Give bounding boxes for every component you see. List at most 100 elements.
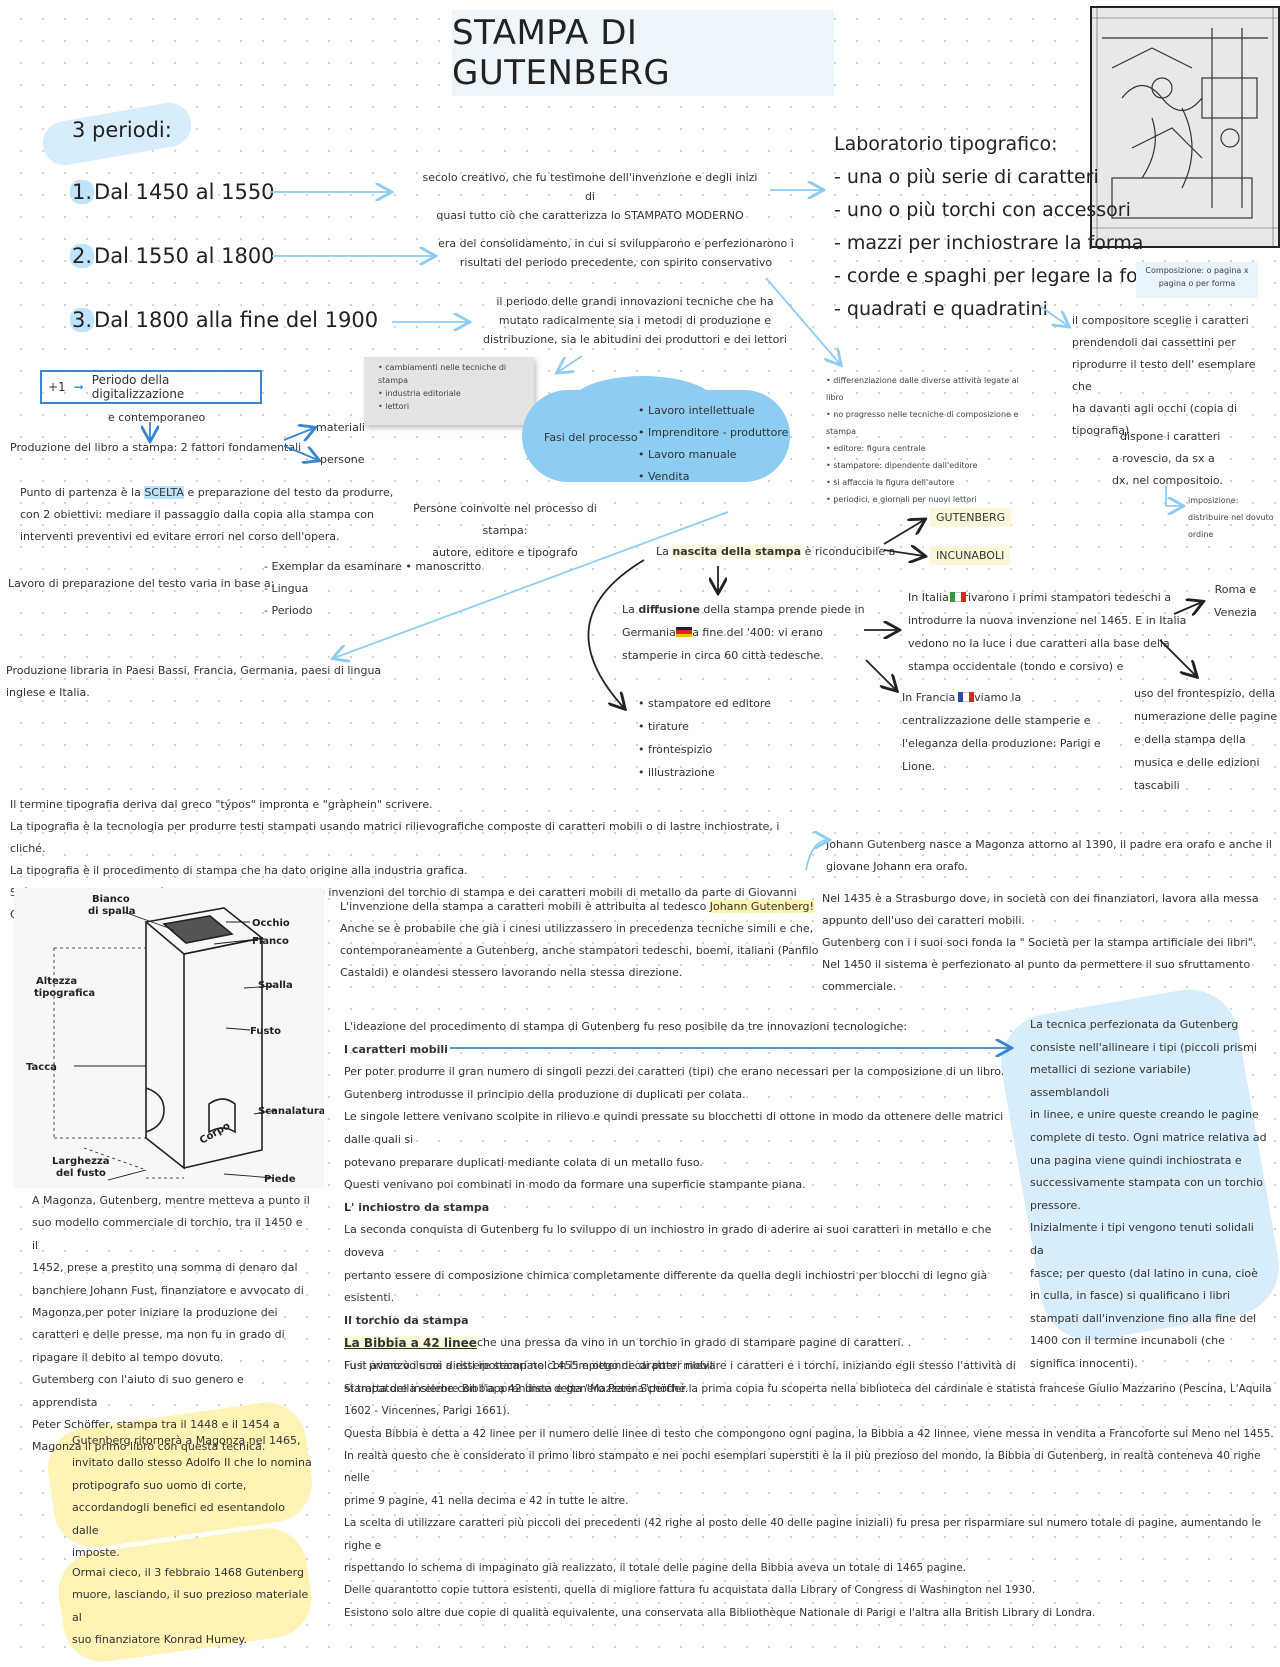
uso-line: numerazione delle pagine [1134,710,1278,723]
magonza-line: 1452, prese a prestito una somma di dena… [32,1261,298,1275]
compositore-line: prendendoli dai cassettini per [1072,336,1236,349]
invenzione-line: Anche se è probabile che già i cinesi ut… [340,922,814,935]
tecnica-line: stampati dall'invenzione fino alla fine … [1030,1311,1257,1325]
johann-birth: Johann Gutenberg nasce a Magonza attorno… [826,834,1272,878]
ideazione-heading: L' inchiostro da stampa [344,1197,1020,1220]
dispone-line: dispone i caratteri [1120,430,1221,443]
period-1: 1.Dal 1450 al 1550 [70,176,275,208]
magonza-line: Magonza,per poter iniziare la produzione… [32,1306,278,1320]
bibbia-line: prime 9 pagine, 41 nella decima e 42 in … [344,1494,629,1507]
tecnica-line: metallici di sezione variabile) assembla… [1030,1063,1191,1099]
ideazione-heading: Il torchio da stampa [344,1310,1020,1333]
tecnica-line: complete di testo. Ogni matrice relativa… [1030,1130,1267,1144]
johann-line: Johann Gutenberg nasce a Magonza attorno… [826,838,1272,851]
lab-item: - corde e spaghi per legare la forma [834,265,1176,287]
diff-line: • si affaccia la figura dell'autore [826,478,955,487]
period-3-desc-line: mutato radicalmente sia i metodi di prod… [498,314,772,327]
diff-line: • differenziazione dalle diverse attivit… [826,376,1019,385]
diffusione-t: della stampa prende piede in [699,603,865,616]
invenzione-text: L'invenzione della stampa a caratteri mo… [340,896,818,984]
ideazione-intro: L'ideazione del procedimento di stampa d… [344,1020,908,1033]
invenzione-line: contemporaneamente a Gutenberg, anche st… [340,944,819,957]
ideazione-line: Gutenberg introdusse il principio della … [344,1087,746,1101]
period-3-label: Dal 1800 alla fine del 1900 [94,308,379,332]
period-3-desc: il periodo delle grandi innovazioni tecn… [470,292,800,349]
francia-line: In Francia troviamo la [902,691,1022,704]
italia-line: introdurre la nuova invenzione nel 1465.… [908,614,1187,627]
label-spalla: Spalla [258,980,293,991]
diffusione-line: stamperie in circa 60 città tedesche. [622,649,824,662]
arrow-right-icon: ➞ [73,380,84,394]
tecnica-line: significa innocenti). [1030,1356,1138,1370]
death-line: suo finanziatore Konrad Humey. [72,1633,247,1647]
compositore-line: riprodurre il testo dell' esemplare che [1072,358,1256,393]
magonza-line: banchiere Johann Fust, finanziatore e av… [32,1283,304,1297]
diffusione-bullet: • illustrazione [638,766,715,779]
tecnica-line: pressore. [1030,1198,1081,1212]
persone-coinvolte: Persone coinvolte nel processo di stampa… [390,498,620,564]
return-line: imposte. [72,1546,120,1560]
return-line: invitato dallo stesso Adolfo II che lo n… [72,1456,312,1470]
fasi-list: • Lavoro intellettuale • Imprenditore - … [638,400,788,488]
lavoro-option: - Exemplar da esaminare • manoscritto [264,560,482,573]
magonza-line: Peter Schöffer, stampa tra il 1448 e il … [32,1418,280,1432]
roma-venezia: Roma e Venezia [1214,578,1257,624]
magonza-text: A Magonza, Gutenberg, mentre metteva a p… [32,1190,312,1459]
label-altezza: Altezza [36,976,77,987]
ideazione-line: Fust avanzò i suoi diritti ipotecari nel… [344,1358,1016,1372]
label-tacca: Tacca [26,1062,57,1073]
arrow-to-changes-card [558,355,583,372]
bibbia-line: Questa Bibbia è detta a 42 linee per il … [344,1427,1274,1440]
bibbia-line: La scelta di utilizzare caratteri più pi… [344,1517,1261,1552]
factor-materiali: materiali [316,421,365,434]
fase-item: • Lavoro intellettuale [638,404,755,417]
period-2-desc: era del consolidamento, in cui si svilup… [436,234,796,272]
johann-s-line: Nel 1450 il sistema è perfezionato al pu… [822,958,1251,971]
bibbia-line: Fu il primo volume a essere stampato con… [344,1360,716,1373]
label-tipografica: tipografica [34,988,95,999]
woodcut-print-image [1090,6,1280,248]
diffusione-bullet: • frontespizio [638,743,713,756]
punto-line: Punto di partenza è la SCELTA e preparaz… [20,482,393,504]
francia-line: Lione. [902,760,936,773]
period-3: 3.Dal 1800 alla fine del 1900 [70,304,378,336]
johann-s-line: Gutenberg con i i suoi soci fonda la " S… [822,936,1257,949]
diff-line: stampa [826,427,856,436]
johann-s-line: commerciale. [822,980,897,993]
death-line: Ormai cieco, il 3 febbraio 1468 Gutenber… [72,1566,304,1579]
imposizione-line: imposizione: [1188,496,1239,505]
diffusione-bullet: • stampatore ed editore [638,697,771,710]
label-piede: Piede [264,1174,296,1185]
differenziazione-list: • differenziazione dalle diverse attivit… [826,372,1026,508]
ideazione-line: Gutenberg trasformò anche una pressa da … [344,1336,912,1350]
changes-card-line: • industria editoriale [378,389,461,398]
johann-s-line: appunto dell'uso dei caratteri mobili. [822,914,1025,927]
nascita-bold: nascita della stampa [672,545,802,558]
compositore-line: ha davanti agli occhi (copia di [1072,402,1238,415]
bibbia-line: rispettando lo schema di impaginato già … [344,1562,967,1575]
compositore-text: il compositore sceglie i caratteri prend… [1072,310,1272,442]
produzione-libraria: Produzione libraria in Paesi Bassi, Fran… [6,660,381,704]
period-3-num: 3. [70,308,95,332]
magonza-line: A Magonza, Gutenberg, mentre metteva a p… [32,1194,310,1207]
francia-text: In Francia troviamo la centralizzazione … [902,686,1101,778]
tecnica-line: una pagina viene quindi inchiostrata e [1030,1153,1242,1167]
return-line: protipografo suo uomo di corte, [72,1478,247,1492]
invenzione-t: L'invenzione della stampa a caratteri mo… [340,900,710,913]
gutenberg-tag: GUTENBERG [930,508,1012,527]
nascita-line: La nascita della stampa è riconducibile … [656,542,895,561]
fase-item: • Imprenditore - produttore [638,426,789,439]
ideazione-line: Per poter produrre il gran numero di sin… [344,1065,1005,1079]
period-3-desc-line: il periodo delle grandi innovazioni tecn… [496,295,774,308]
changes-card-line: • cambiamenti nelle tecniche di stampa [378,363,507,385]
lavoro-line: Lavoro di preparazione del testo varia i… [8,577,275,590]
period-1-num: 1. [70,180,95,204]
tecnica-line: Inizialmente i tipi vengono tenuti solid… [1030,1221,1254,1257]
tecnica-line: fasce; per questo (dal latino in cuna, c… [1030,1266,1258,1280]
period-2-label: Dal 1550 al 1800 [94,244,275,268]
italia-line: stampa occidentale (tondo e corsivo) e [908,660,1124,673]
ideazione-text: L'ideazione del procedimento di stampa d… [344,1016,1020,1400]
magonza-line: Magonza il primo libro con questa tecnic… [32,1440,266,1454]
diffusione-text: La diffusione della stampa prende piede … [622,598,865,667]
label-occhio: Occhio [252,918,290,929]
